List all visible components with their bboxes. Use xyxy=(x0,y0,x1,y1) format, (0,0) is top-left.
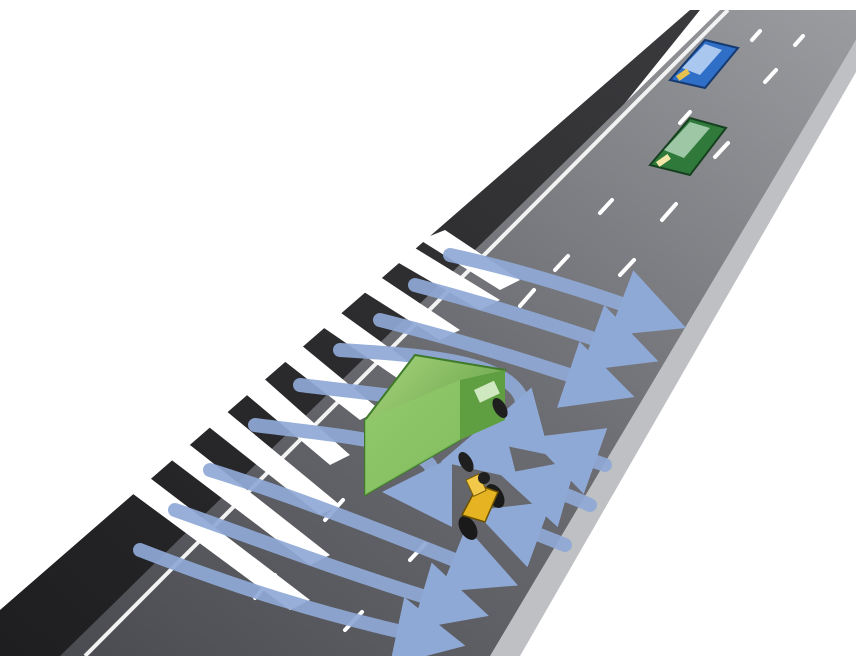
crosswind-road-illustration xyxy=(0,0,856,656)
